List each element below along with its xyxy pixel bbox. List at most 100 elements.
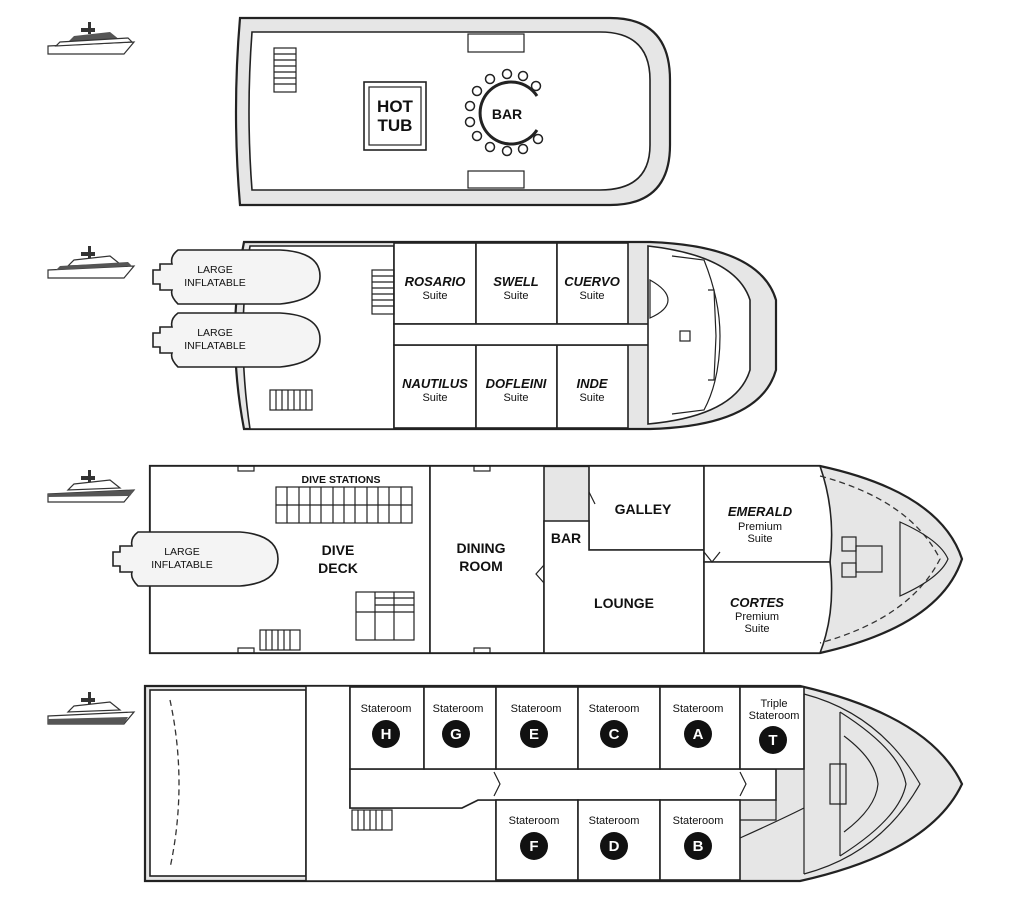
deck-2-ship-icon xyxy=(47,246,136,279)
deck-4-ship-icon xyxy=(47,692,136,725)
stateroom-label: Stateroom xyxy=(509,815,560,827)
upper-deck-stairs-icon xyxy=(371,269,395,315)
stateroom: Stateroom E xyxy=(511,703,562,748)
deck-1-ship-icon xyxy=(47,22,136,55)
triple-label-1: Triple xyxy=(760,698,787,710)
stateroom-letter: F xyxy=(529,838,538,855)
triple-label-2: Stateroom xyxy=(749,710,800,722)
stateroom: Stateroom F xyxy=(509,815,560,860)
suite-type-2: Suite xyxy=(744,623,769,635)
stateroom: Stateroom D xyxy=(589,815,640,860)
suite: INDE Suite xyxy=(576,376,607,404)
stateroom-label: Stateroom xyxy=(673,815,724,827)
inflatable-label-1: LARGE xyxy=(164,546,200,558)
dive-deck-label-2: DECK xyxy=(318,560,358,576)
lower-deck: Stateroom H Stateroom G Stateroom E Stat… xyxy=(143,684,964,883)
suite: DOFLEINI Suite xyxy=(486,376,547,404)
stateroom-badge xyxy=(520,832,548,860)
upper-deck-locker-icon xyxy=(269,389,313,411)
stateroom: Stateroom A xyxy=(673,703,724,748)
dive-stations-label: DIVE STATIONS xyxy=(302,474,381,486)
stateroom-badge xyxy=(684,720,712,748)
suite: ROSARIO Suite xyxy=(405,274,466,302)
hot-tub: HOT TUB xyxy=(363,81,427,151)
suite-name: SWELL xyxy=(493,274,539,289)
dining-room-label-1: DINING xyxy=(457,540,506,556)
suite: CUERVO Suite xyxy=(564,274,620,302)
inflatable-label-2: INFLATABLE xyxy=(184,340,245,352)
stateroom-letter: C xyxy=(609,726,620,743)
triple-letter: T xyxy=(768,732,777,749)
stateroom-badge xyxy=(442,720,470,748)
stateroom-badge xyxy=(600,832,628,860)
triple-stateroom: Triple Stateroom T xyxy=(749,698,800,754)
inflatable-boat: LARGE INFLATABLE xyxy=(112,531,279,587)
sun-deck-stairs-icon xyxy=(273,47,297,93)
inflatable-label-1: LARGE xyxy=(197,264,233,276)
stateroom-label: Stateroom xyxy=(673,703,724,715)
suite: SWELL Suite xyxy=(493,274,539,302)
stateroom: Stateroom C xyxy=(589,703,640,748)
inflatable-label-2: INFLATABLE xyxy=(151,559,212,571)
inflatable-boat: LARGE INFLATABLE xyxy=(152,312,321,368)
hot-tub-label-1: HOT xyxy=(377,97,414,116)
stateroom-letter: G xyxy=(450,726,462,743)
stateroom-badge xyxy=(759,726,787,754)
suite-type: Suite xyxy=(422,290,447,302)
suite-type: Suite xyxy=(579,392,604,404)
suite-name: ROSARIO xyxy=(405,274,466,289)
stateroom-label: Stateroom xyxy=(433,703,484,715)
hot-tub-label-2: TUB xyxy=(378,116,413,135)
stateroom-badge xyxy=(684,832,712,860)
suite-type-2: Suite xyxy=(747,533,772,545)
stateroom-letter: B xyxy=(693,838,704,855)
inflatable-label-2: INFLATABLE xyxy=(184,277,245,289)
suite-type: Suite xyxy=(503,392,528,404)
dive-stations-rack-icon xyxy=(275,486,413,524)
inflatable-label-1: LARGE xyxy=(197,327,233,339)
lounge-label: LOUNGE xyxy=(594,595,654,611)
stateroom: Stateroom G xyxy=(433,703,484,748)
suite-type-1: Premium xyxy=(735,611,779,623)
suite-name: INDE xyxy=(576,376,607,391)
main-deck-locker-icon xyxy=(259,629,301,651)
premium-suite: CORTES Premium Suite xyxy=(730,595,784,635)
suite-type: Suite xyxy=(503,290,528,302)
stateroom-letter: H xyxy=(381,726,392,743)
stateroom: Stateroom H xyxy=(361,703,412,748)
dive-deck-label-1: DIVE xyxy=(322,542,355,558)
suite-type: Suite xyxy=(422,392,447,404)
stateroom-label: Stateroom xyxy=(361,703,412,715)
stateroom-label: Stateroom xyxy=(589,815,640,827)
inflatable-boat: LARGE INFLATABLE xyxy=(152,249,321,305)
stateroom-letter: A xyxy=(693,726,704,743)
deck-3-ship-icon xyxy=(47,470,136,503)
lower-deck-stairs-icon xyxy=(351,809,393,831)
suite-type: Suite xyxy=(579,290,604,302)
suite: NAUTILUS Suite xyxy=(402,376,468,404)
stateroom-label: Stateroom xyxy=(511,703,562,715)
dining-room-label-2: ROOM xyxy=(459,558,503,574)
suite-type-1: Premium xyxy=(738,521,782,533)
suite-name: EMERALD xyxy=(728,504,793,519)
suite-name: CORTES xyxy=(730,595,784,610)
sun-deck-bar-label: BAR xyxy=(492,106,522,122)
sun-deck-bar: BAR xyxy=(464,68,544,157)
galley-label: GALLEY xyxy=(615,501,672,517)
stateroom-letter: E xyxy=(529,726,539,743)
stateroom-badge xyxy=(520,720,548,748)
main-deck-storage-icon xyxy=(355,591,415,641)
sun-deck: HOT TUB BAR xyxy=(234,16,672,207)
stateroom-badge xyxy=(600,720,628,748)
suite-name: CUERVO xyxy=(564,274,620,289)
stateroom-badge xyxy=(372,720,400,748)
stateroom: Stateroom B xyxy=(673,815,724,860)
stateroom-letter: D xyxy=(609,838,620,855)
suite-name: NAUTILUS xyxy=(402,376,468,391)
upper-deck: LARGE INFLATABLE LARGE INFLATABLE ROSARI… xyxy=(152,240,778,431)
main-deck: DIVE STATIONS LARGE INFLATABLE DIVE DECK… xyxy=(112,464,964,655)
bar-label: BAR xyxy=(551,530,581,546)
suite-name: DOFLEINI xyxy=(486,376,547,391)
stateroom-label: Stateroom xyxy=(589,703,640,715)
